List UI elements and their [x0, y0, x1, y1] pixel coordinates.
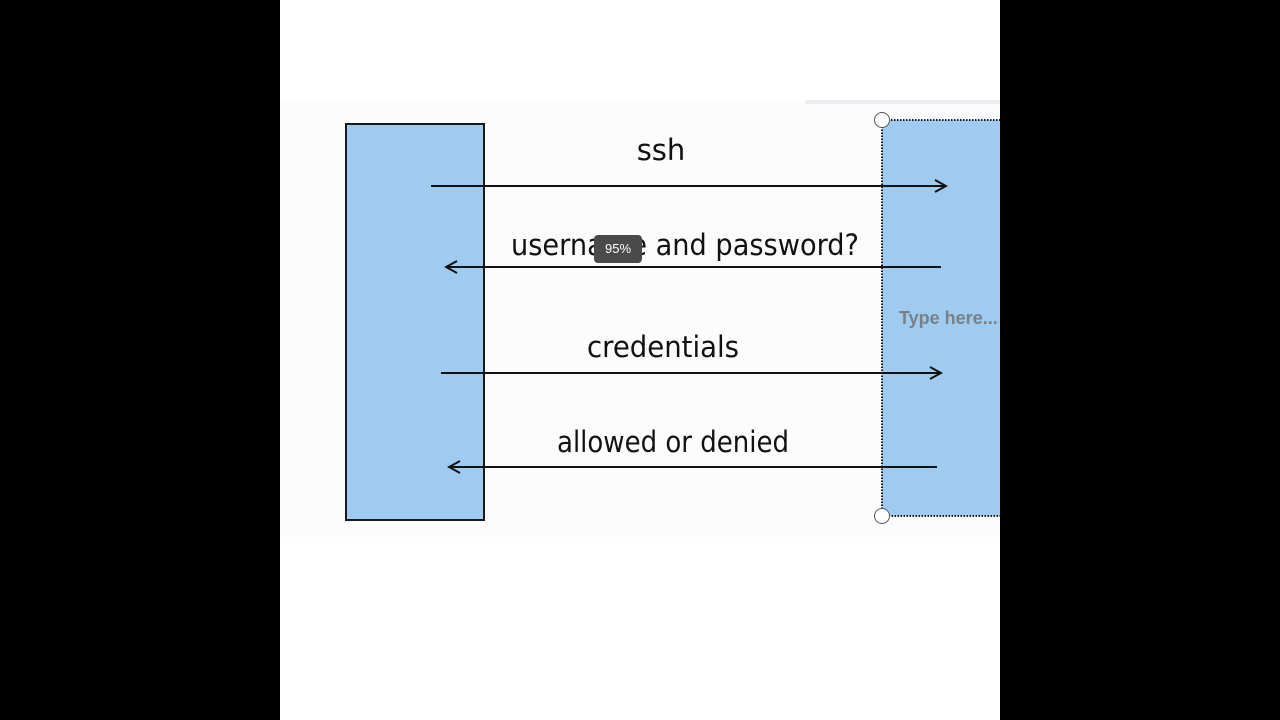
label-allowed-denied[interactable]: allowed or denied: [557, 425, 789, 459]
sequence-diagram: ssh username and password? credentials a…: [345, 119, 1000, 521]
letterbox-left: [0, 0, 280, 720]
resize-handle-top[interactable]: [874, 112, 890, 128]
label-credentials[interactable]: credentials: [587, 330, 739, 364]
selection-strip: [805, 100, 1000, 104]
resize-handle-bottom[interactable]: [874, 508, 890, 524]
client-box[interactable]: [345, 123, 485, 521]
label-ssh[interactable]: ssh: [637, 133, 686, 167]
whiteboard-canvas[interactable]: ssh username and password? credentials a…: [280, 0, 1000, 720]
label-username-password[interactable]: username and password?: [511, 228, 859, 262]
textbox-placeholder[interactable]: Type here...: [899, 308, 998, 328]
letterbox-right: [1000, 0, 1280, 720]
zoom-level-badge: 95%: [594, 235, 642, 263]
